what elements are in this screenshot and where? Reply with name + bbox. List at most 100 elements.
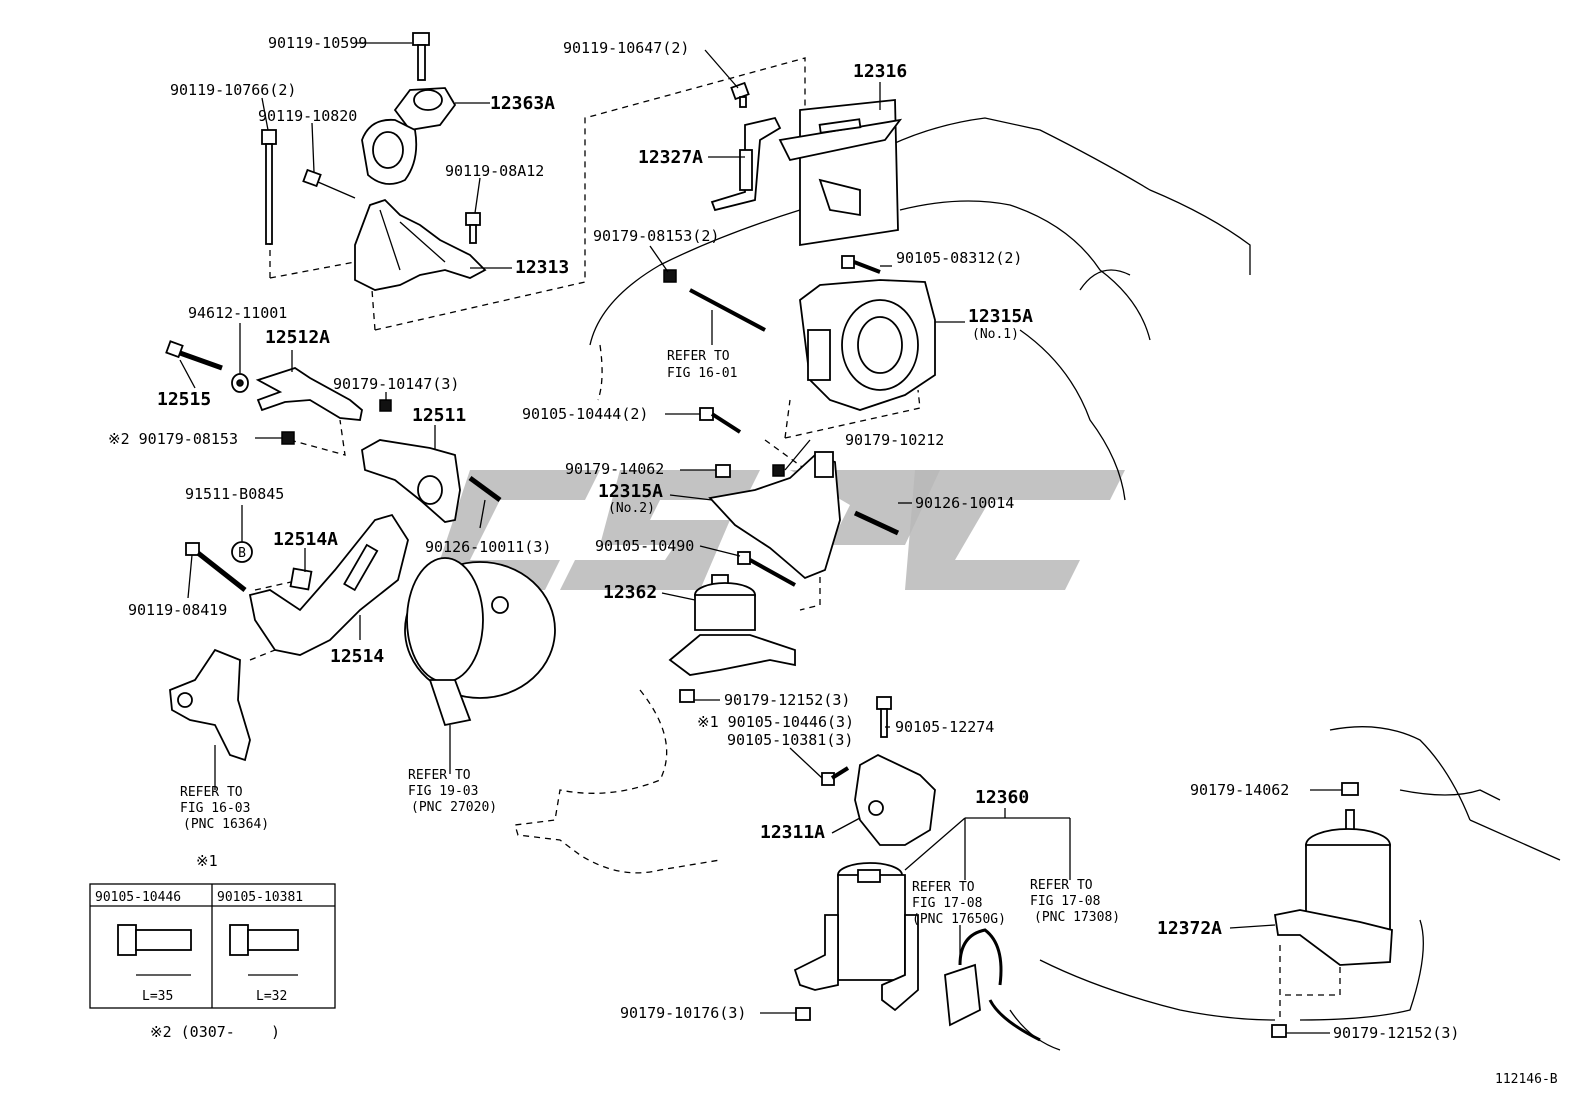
inset-bolt-1 — [117, 924, 192, 976]
nut-90179-10147 — [379, 399, 392, 412]
label-12315a-no1: 12315A — [968, 306, 1033, 327]
bolt-90105-12274 — [876, 696, 892, 738]
bolt-90119-10766 — [261, 129, 277, 245]
bracket-12514 — [248, 513, 409, 656]
nut-90179-08153 — [281, 431, 295, 445]
nut-90179-12152-a — [679, 689, 695, 703]
label-90179-12152-b: 90179-12152(3) — [1333, 1024, 1459, 1042]
label-12313: 12313 — [515, 257, 569, 278]
label-90179-10176: 90179-10176(3) — [620, 1004, 746, 1022]
label-90126-10011: 90126-10011(3) — [425, 538, 551, 556]
label-12327a: 12327A — [638, 147, 703, 168]
label-refer-16-01-line2: FIG 16-01 — [667, 366, 737, 381]
nut-90179-14062-top — [715, 464, 731, 478]
bracket-12327a — [710, 116, 782, 212]
label-90179-14062-a: 90179-14062 — [565, 460, 664, 478]
label-90119-10647: 90119-10647(2) — [563, 39, 689, 57]
label-12315a-no2: 12315A — [598, 481, 663, 502]
label-12512a: 12512A — [265, 327, 330, 348]
bolt-90105-08312 — [841, 255, 881, 274]
bolt-90119-10599 — [412, 32, 430, 81]
spacer-12514a — [289, 567, 313, 591]
bolt-90119-10820 — [302, 168, 356, 199]
nut-90179-14062-b — [1341, 782, 1359, 796]
label-90179-10147: 90179-10147(3) — [333, 375, 459, 393]
label-90179-10212: 90179-10212 — [845, 431, 944, 449]
nut-90179-10212 — [772, 464, 785, 477]
label-refer-16-01-line1: REFER TO — [667, 349, 730, 364]
stud-90126-10011 — [468, 475, 502, 503]
mount-12363a — [361, 87, 457, 185]
label-12363a: 12363A — [490, 93, 555, 114]
bolt-90105-10490 — [737, 551, 796, 587]
label-refer-19-03-line1: REFER TO — [408, 768, 471, 783]
bracket-12511 — [361, 439, 461, 523]
label-refer-17-08a-line2: FIG 17-08 — [912, 896, 982, 911]
inset-col2-header: 90105-10381 — [217, 890, 303, 905]
label-90119-10766: 90119-10766(2) — [170, 81, 296, 99]
bolt-x1 — [821, 766, 850, 786]
sensor-refer-17-08 — [944, 928, 1041, 1042]
inset-col1-header: 90105-10446 — [95, 890, 181, 905]
mount-12362 — [668, 574, 796, 676]
inset-title: ※1 — [196, 852, 218, 870]
nut-90179-10176 — [795, 1007, 811, 1021]
figure-id: 112146-B — [1495, 1072, 1558, 1087]
stud-90126-10014 — [853, 510, 900, 536]
label-x1-90105-10446: ※1 90105-10446(3) — [697, 713, 854, 731]
label-90105-08312: 90105-08312(2) — [896, 249, 1022, 267]
alternator-refer-19-03 — [404, 557, 556, 727]
label-90179-12152-a: 90179-12152(3) — [724, 691, 850, 709]
engine-outline — [514, 117, 1561, 1051]
label-94612-11001: 94612-11001 — [188, 304, 287, 322]
label-refer-17-08a-line1: REFER TO — [912, 880, 975, 895]
label-12316: 12316 — [853, 61, 907, 82]
bracket-12313 — [354, 198, 487, 291]
bolt-90119-10647 — [730, 81, 750, 108]
inset-length-1: L=35 — [142, 989, 173, 1004]
label-90119-10599: 90119-10599 — [268, 34, 367, 52]
label-refer-17-08b-line1: REFER TO — [1030, 878, 1093, 893]
leader-lines — [179, 42, 1342, 1034]
mount-12360 — [793, 862, 919, 1012]
bolt-90119-08a12 — [465, 212, 481, 244]
label-12372a: 12372A — [1157, 918, 1222, 939]
nut-90179-08153-2 — [663, 269, 677, 283]
label-12515: 12515 — [157, 389, 211, 410]
bolt-90105-10444 — [699, 407, 742, 434]
bolt-12515 — [165, 340, 223, 371]
label-90119-08419: 90119-08419 — [128, 601, 227, 619]
label-90179-08153-x2: ※2 90179-08153 — [108, 430, 238, 448]
label-12514a: 12514A — [273, 529, 338, 550]
washer-94612-11001 — [231, 373, 249, 393]
nut-90179-12152-b — [1271, 1024, 1287, 1038]
bracket-12315a-no1 — [799, 279, 936, 411]
label-refer-17-08a-line3: (PNC 17650G) — [912, 912, 1006, 927]
inset-note: ※2 (0307- ) — [150, 1023, 280, 1041]
label-refer-16-03-line1: REFER TO — [180, 785, 243, 800]
label-90126-10014: 90126-10014 — [915, 494, 1014, 512]
mount-12372a — [1273, 809, 1393, 966]
stud-refer-16-01 — [689, 288, 766, 332]
bracket-12315a-no2 — [708, 451, 841, 580]
label-90179-08153-2: 90179-08153(2) — [593, 227, 719, 245]
label-12315a-no2-sub: (No.2) — [608, 501, 655, 516]
label-90179-14062-b: 90179-14062 — [1190, 781, 1289, 799]
label-12311a: 12311A — [760, 822, 825, 843]
label-x1-90105-10381: 90105-10381(3) — [727, 731, 853, 749]
label-refer-19-03-line2: FIG 19-03 — [408, 784, 478, 799]
label-90105-10444: 90105-10444(2) — [522, 405, 648, 423]
inset-bolt-2 — [229, 924, 299, 976]
label-91511-b0845: 91511-B0845 — [185, 485, 284, 503]
label-refer-17-08b-line2: FIG 17-08 — [1030, 894, 1100, 909]
bracket-12311a — [854, 753, 936, 846]
bracket-refer-16-03 — [169, 648, 251, 762]
circle-b-marker: B — [231, 541, 253, 563]
label-12315a-no1-sub: (No.1) — [972, 327, 1019, 342]
bolt-length-inset: ※1 90105-10446 90105-10381 L=35 L=32 ※2 … — [89, 852, 336, 1041]
label-refer-17-08b-line3: (PNC 17308) — [1034, 910, 1120, 925]
label-12360: 12360 — [975, 787, 1029, 808]
label-12362: 12362 — [603, 582, 657, 603]
label-12511: 12511 — [412, 405, 466, 426]
